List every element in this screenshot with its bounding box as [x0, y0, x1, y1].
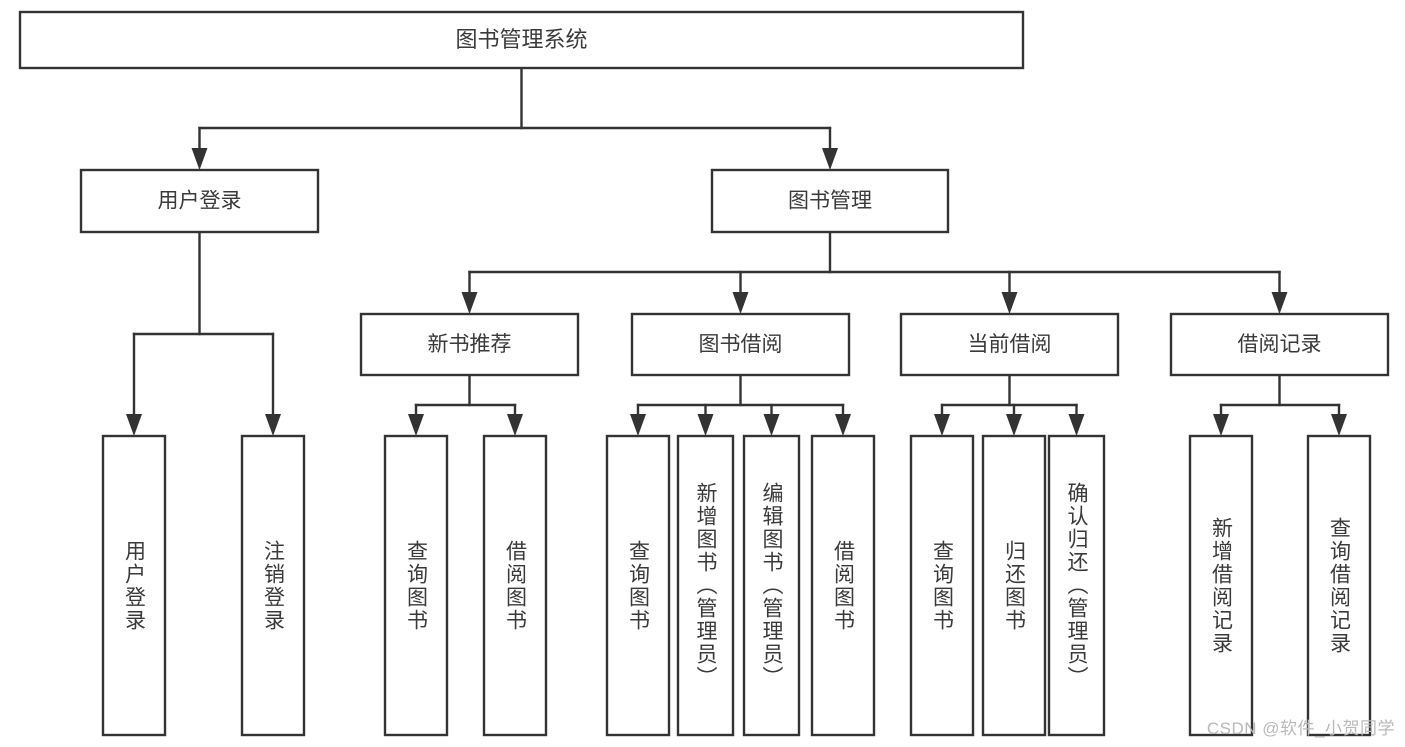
arrow-down-icon-new-book-recommend	[461, 292, 478, 314]
arrow-down-icon-current-borrow	[1001, 292, 1018, 314]
boxes-layer	[18, 10, 1390, 737]
watermark-text: CSDN @软件_小贺同学	[1206, 719, 1395, 738]
node-leaf-add-book[interactable]	[676, 434, 735, 737]
arrow-down-icon-leaf-user-login	[126, 414, 142, 436]
node-leaf-borrow-book[interactable]	[810, 434, 876, 737]
node-label-borrow-record: 借阅记录	[1238, 333, 1322, 356]
node-leaf-edit-book[interactable]	[742, 434, 801, 737]
node-leaf-return-book[interactable]	[981, 434, 1047, 737]
node-leaf-user-login[interactable]	[101, 434, 167, 737]
arrow-down-icon-leaf-borrow-book-recommend	[507, 414, 523, 436]
arrow-down-icon-leaf-logout	[265, 414, 281, 436]
arrow-down-icon-user-login	[191, 148, 208, 170]
arrow-down-icon-leaf-query-borrow-record	[1331, 414, 1347, 436]
arrow-down-icon-book-borrow	[732, 292, 749, 314]
node-book-manage[interactable]	[710, 168, 950, 234]
node-user-login[interactable]	[79, 168, 320, 234]
node-leaf-add-borrow-record[interactable]	[1188, 434, 1254, 737]
node-leaf-query-book-recommend[interactable]	[383, 434, 449, 737]
arrow-down-icon-leaf-query-book-current	[934, 414, 950, 436]
node-label-book-borrow: 图书借阅	[699, 333, 783, 356]
node-new-book-recommend[interactable]	[359, 312, 580, 377]
node-leaf-borrow-book-recommend[interactable]	[482, 434, 548, 737]
arrow-down-icon-leaf-return-book	[1006, 414, 1022, 436]
arrow-down-icon-borrow-record	[1271, 292, 1288, 314]
node-leaf-logout[interactable]	[240, 434, 306, 737]
node-leaf-query-book-current[interactable]	[909, 434, 975, 737]
arrow-down-icon-leaf-query-book-recommend	[408, 414, 424, 436]
node-book-borrow[interactable]	[630, 312, 851, 377]
node-label-book-manage: 图书管理	[788, 190, 872, 213]
node-root[interactable]	[18, 10, 1025, 70]
connectors-layer	[126, 66, 1347, 436]
node-leaf-query-book-borrow[interactable]	[605, 434, 671, 737]
node-leaf-query-borrow-record[interactable]	[1306, 434, 1372, 737]
arrow-down-icon-leaf-add-borrow-record	[1213, 414, 1229, 436]
arrow-down-icon-leaf-edit-book	[763, 414, 780, 436]
arrow-down-icon-leaf-add-book	[697, 414, 714, 436]
node-label-current-borrow: 当前借阅	[968, 333, 1052, 356]
node-borrow-record[interactable]	[1169, 312, 1390, 377]
arrow-down-icon-book-manage	[822, 148, 838, 170]
arrow-down-icon-leaf-borrow-book	[835, 414, 851, 436]
node-label-user-login: 用户登录	[158, 190, 242, 213]
node-label-new-book-recommend: 新书推荐	[428, 333, 512, 356]
arrow-down-icon-leaf-confirm-return	[1068, 414, 1085, 436]
arrow-down-icon-leaf-query-book-borrow	[630, 414, 646, 436]
node-leaf-confirm-return[interactable]	[1047, 434, 1106, 737]
node-current-borrow[interactable]	[899, 312, 1120, 377]
node-label-root: 图书管理系统	[455, 27, 587, 52]
